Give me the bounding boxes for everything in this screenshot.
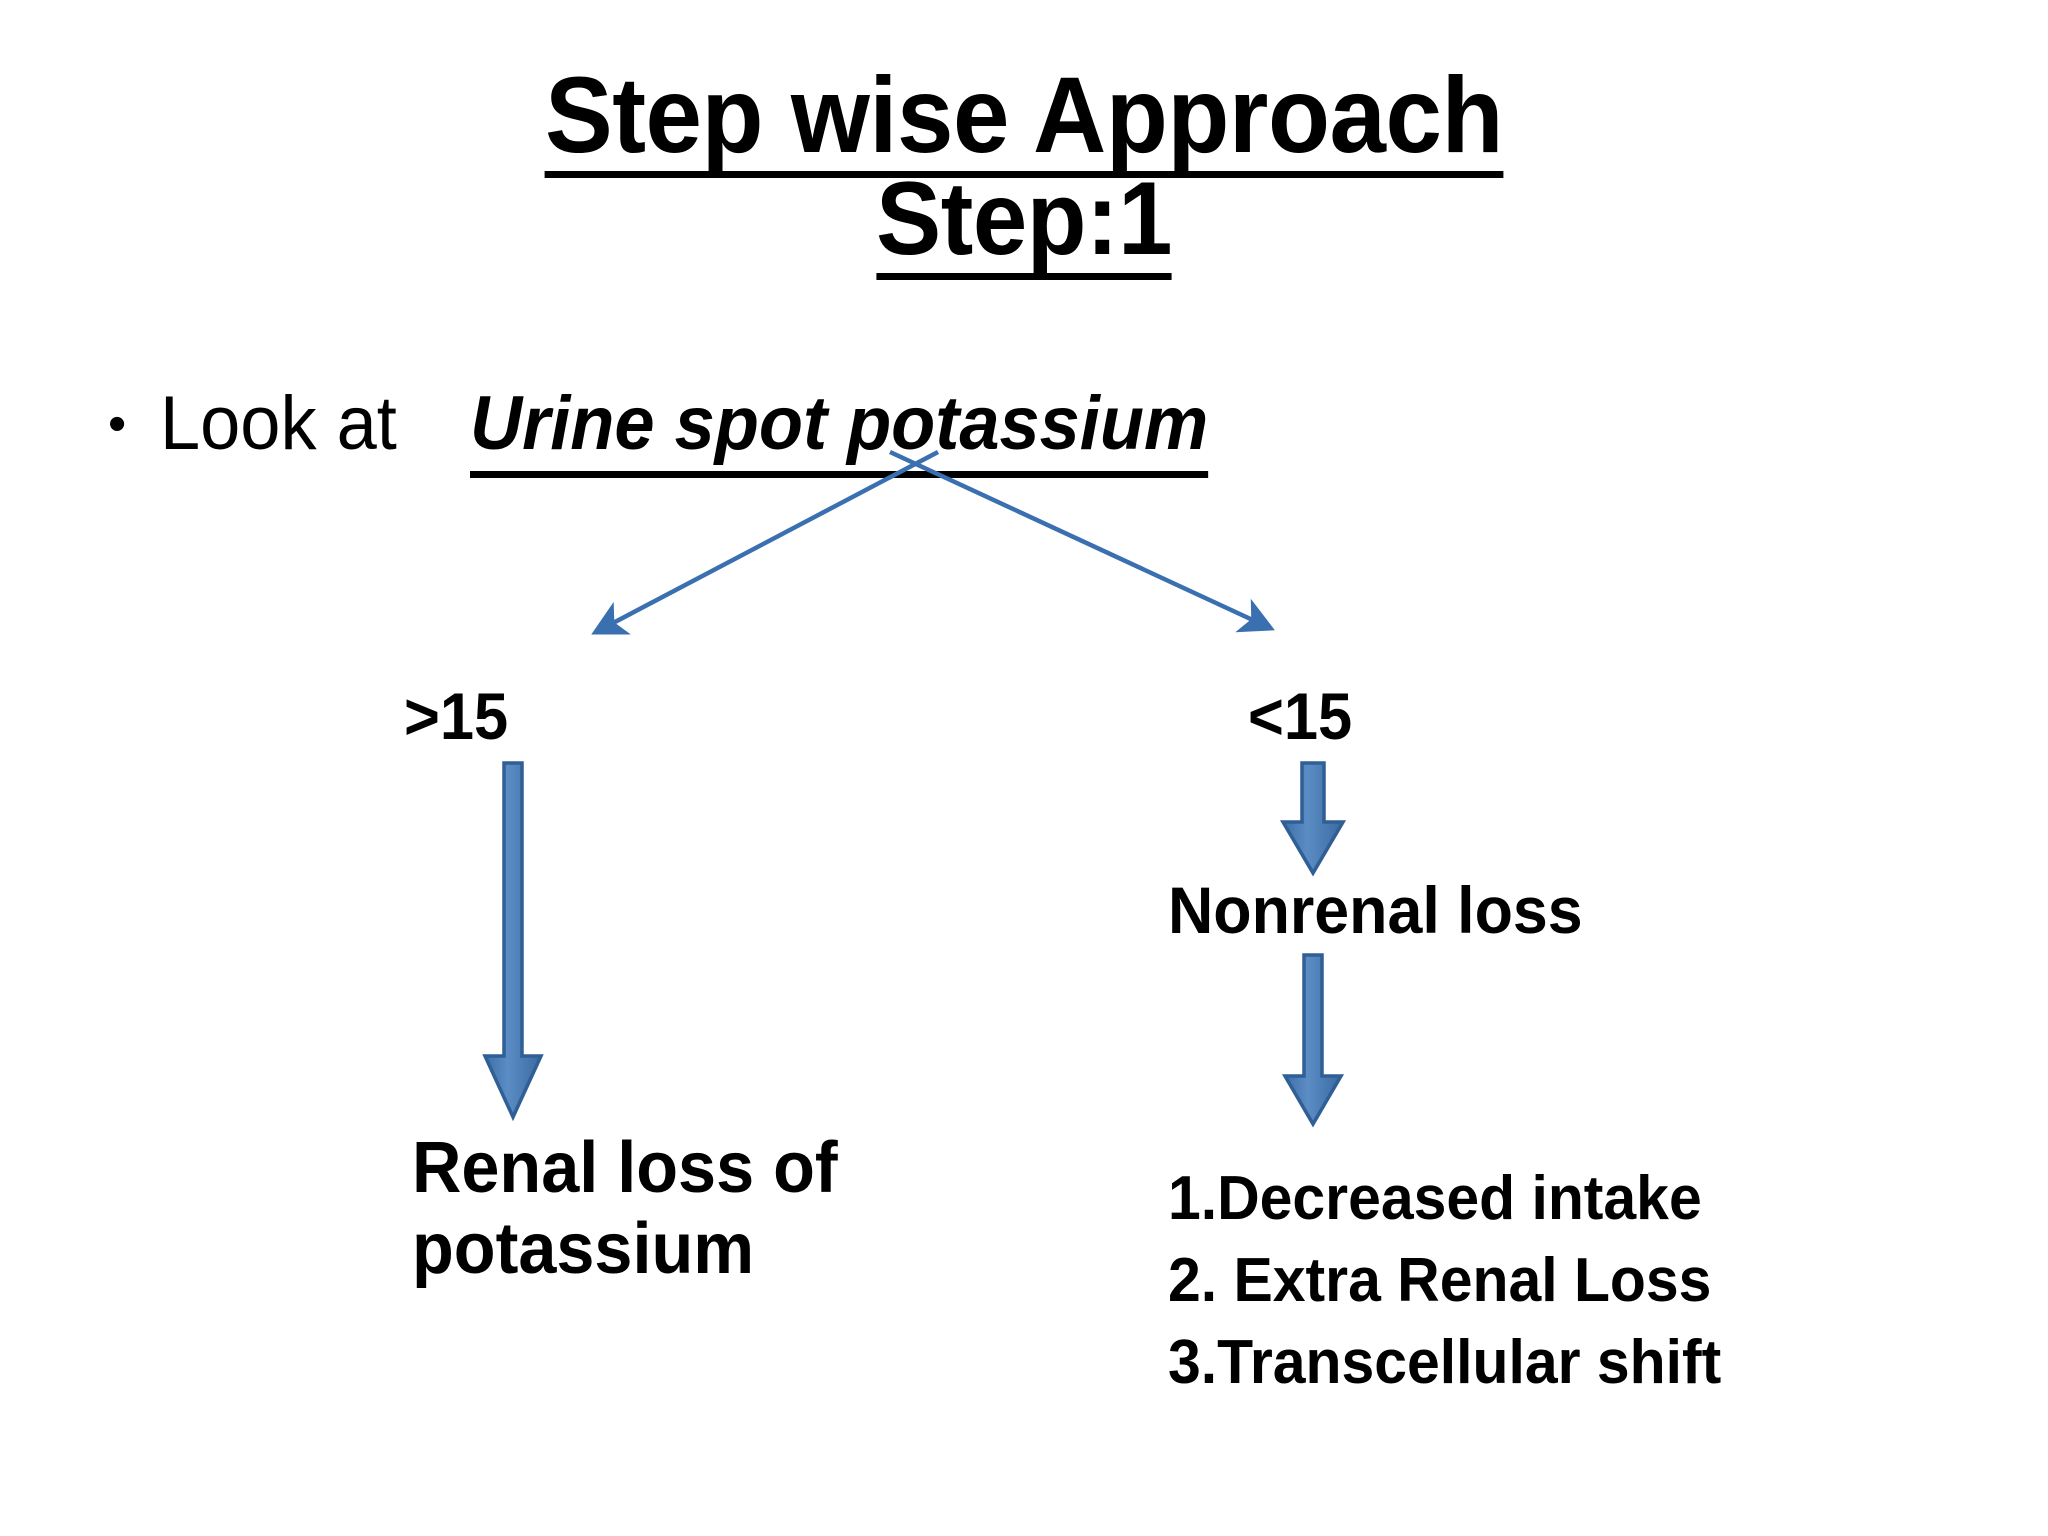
bullet-emphasis-text: Urine spot potassium [469,380,1208,478]
list-item: 2. Extra Renal Loss [1168,1245,1712,1315]
list-item: 3.Transcellular shift [1168,1327,1722,1397]
page-title: Step wise Approach [61,52,1986,178]
block-arrow-down-icon-right-1 [1279,761,1347,877]
list-item: 1.Decreased intake [1168,1164,1702,1233]
outcome-left-line-2: potassium [412,1208,755,1289]
arrow-down-left-icon [591,450,940,635]
bullet-lead-text: Look at [160,381,398,466]
outcome-right-nonrenal-loss: Nonrenal loss [1168,873,1583,947]
block-arrow-down-icon-right-2 [1281,953,1345,1128]
block-arrow-down-icon-left [482,761,544,1122]
outcome-left-line-1: Renal loss of [412,1128,838,1208]
page-subtitle: Step:1 [61,160,1986,280]
branch-label-less-than-15: <15 [1248,679,1353,753]
outcome-left-renal-loss: Renal loss of potassium [412,1128,838,1289]
bullet-row: • Look at Urine spot potassium [108,380,1247,478]
branch-label-greater-than-15: >15 [404,679,509,753]
outcome-right-cause-list: 1.Decreased intake 2. Extra Renal Loss 3… [1168,1158,1721,1403]
page-subtitle-text: Step:1 [876,167,1172,280]
bullet-marker-icon: • [108,395,127,453]
page-title-text: Step wise Approach [544,61,1504,178]
arrow-down-right-icon [889,449,1275,633]
